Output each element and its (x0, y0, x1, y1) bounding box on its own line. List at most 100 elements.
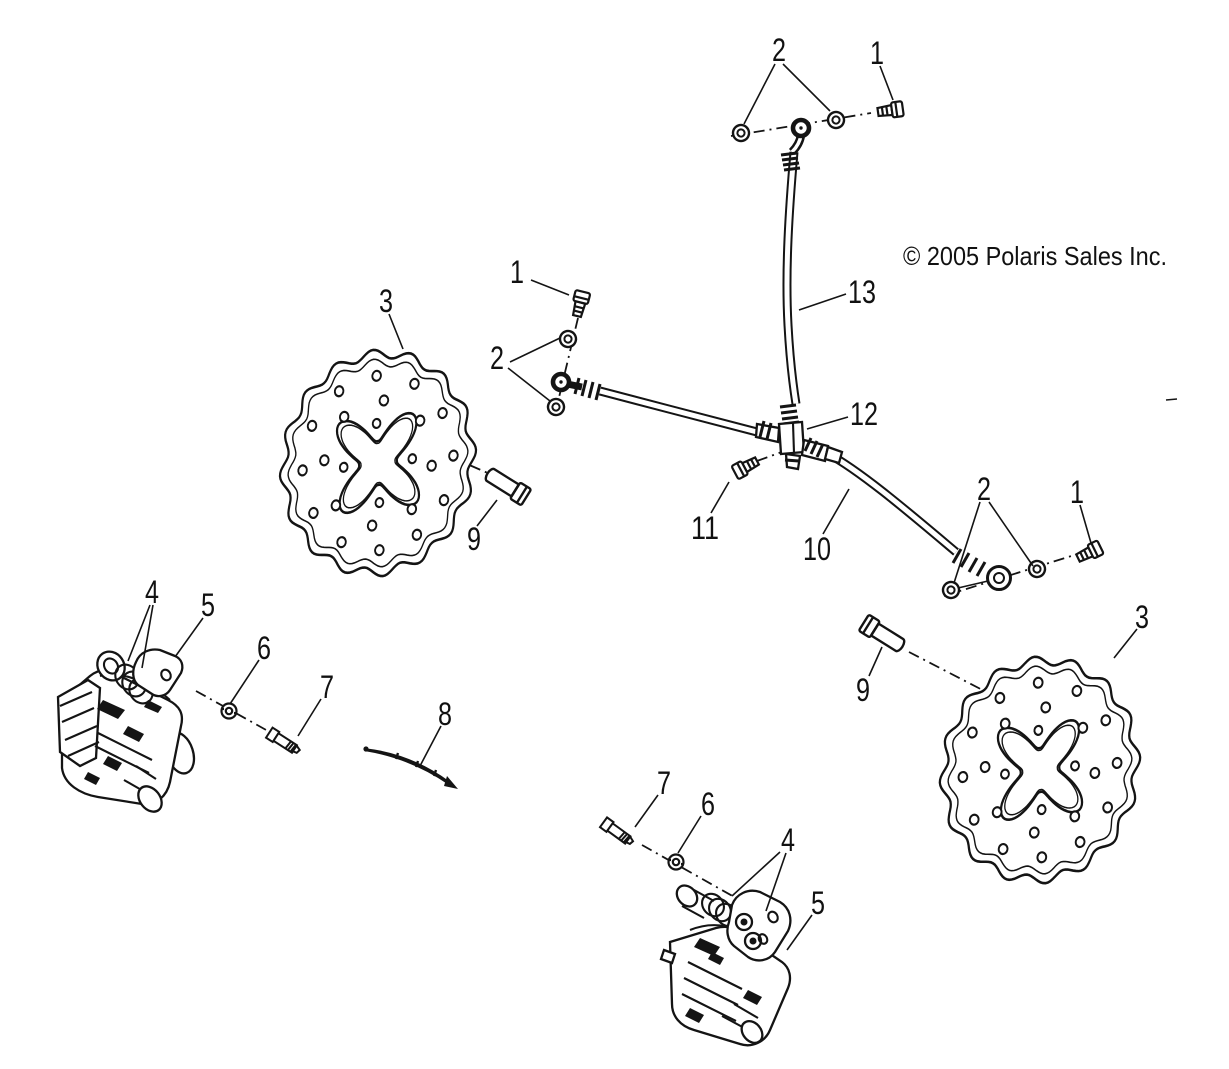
mount-bolt-left (481, 463, 533, 507)
disc-hole (407, 453, 418, 465)
callout-2-left: 2 (490, 340, 504, 376)
disc-hole (371, 369, 382, 382)
disc-hole (414, 414, 426, 427)
disc-hole (409, 377, 420, 390)
callout-1-top: 1 (870, 35, 884, 71)
callout-11: 11 (691, 510, 719, 546)
callout-4-bottom: 4 (781, 822, 795, 858)
callout-9-left: 9 (467, 521, 481, 557)
disc-hole (1028, 826, 1040, 839)
disc-edge (996, 719, 1084, 821)
axis-bottom-caliper-pin (641, 844, 737, 899)
disc-hole (306, 419, 318, 432)
tee-bolt-11 (730, 453, 762, 481)
washer (824, 108, 848, 132)
disc-hole (371, 417, 382, 430)
leader-lines (127, 63, 1178, 951)
disc-hole (1074, 835, 1086, 849)
disc-hole (1077, 721, 1089, 734)
nut-bottom (667, 853, 685, 871)
brake-disc-right (938, 655, 1142, 885)
hose-collar-top (780, 151, 801, 172)
disc-edge (1001, 724, 1079, 816)
washer (556, 327, 580, 351)
caliper-piston (137, 785, 163, 813)
disc-hole (448, 449, 459, 462)
brake-line-upper-13 (779, 120, 809, 426)
callout-3-right: 3 (1135, 599, 1149, 635)
washer (729, 121, 753, 145)
disc-hole (967, 726, 978, 739)
caliper-rib-slab (56, 678, 102, 768)
callout-2-top: 2 (772, 32, 786, 68)
disc-hole (336, 536, 347, 549)
stray-mark (1165, 398, 1178, 401)
callout-6-bottom: 6 (701, 786, 715, 822)
disc-hole (378, 394, 390, 407)
axis-right-disc-bolt (908, 651, 997, 698)
disc-hole (366, 519, 378, 532)
brake-disc-left (278, 348, 478, 578)
callout-labels: 2 1 13 12 1 2 3 9 11 10 2 1 3 9 4 5 6 7 … (145, 32, 1149, 921)
hose-collar-end (951, 548, 987, 577)
disc-hole (308, 506, 319, 520)
mount-bolts (481, 463, 909, 657)
pad-pin-left (265, 726, 303, 758)
mount-bracket (726, 889, 792, 962)
disc-edge (947, 665, 1133, 875)
mount-bushing-cap (96, 650, 126, 682)
callout-6-left: 6 (257, 630, 271, 666)
callout-5-left: 5 (201, 587, 215, 623)
disc-hole (1000, 768, 1010, 780)
disc-hole (426, 459, 437, 472)
disc-hole (1111, 756, 1123, 770)
disc-hole (338, 461, 349, 473)
callout-8: 8 (438, 696, 452, 732)
bracket-hole (757, 933, 769, 945)
brake-line-middle (553, 374, 759, 437)
bracket-hole (767, 910, 779, 924)
callout-10: 10 (803, 531, 831, 567)
disc-hole (437, 406, 448, 420)
disc-hole (1033, 724, 1044, 736)
disc-hole (979, 760, 991, 774)
disc-hole (1040, 701, 1052, 714)
tee-fitting-12 (754, 420, 844, 471)
nut-left (220, 702, 238, 720)
axis-left-banjo (555, 317, 579, 411)
banjo-bolt-left (568, 288, 592, 319)
disc-hole (330, 499, 342, 512)
callout-1-right: 1 (1070, 474, 1084, 510)
callout-13: 13 (848, 274, 876, 310)
disc-hole (1100, 714, 1112, 727)
disc-hole (406, 503, 418, 516)
disc-hole (1036, 851, 1048, 864)
banjo-eye-left (553, 374, 569, 390)
brake-caliper-left (56, 648, 196, 813)
disc-hole (1102, 801, 1113, 814)
hose-collar-bottom (779, 403, 800, 426)
brake-caliper-bottom (659, 884, 792, 1047)
disc-hole (1032, 676, 1044, 689)
callout-4-left: 4 (145, 574, 159, 610)
disc-edge (340, 417, 416, 509)
pad-pin-bottom (599, 816, 637, 849)
disc-hole (374, 544, 385, 557)
callout-5-bottom: 5 (811, 885, 825, 921)
callout-7-bottom: 7 (657, 765, 671, 801)
axis-right-banjo (943, 551, 1085, 597)
callout-2-right: 2 (977, 471, 991, 507)
banjo-bolt-right (1073, 539, 1105, 566)
banjo-bolt-top (875, 99, 905, 121)
disc-hole (994, 691, 1006, 705)
callout-9-right: 9 (856, 672, 870, 708)
callout-12: 12 (850, 396, 878, 432)
disc-hole (411, 528, 423, 541)
disc-hole (991, 806, 1003, 819)
axis-washer-link (957, 580, 989, 589)
disc-hole (1070, 760, 1080, 772)
disc-edge (287, 358, 469, 568)
disc-hole (297, 464, 308, 477)
